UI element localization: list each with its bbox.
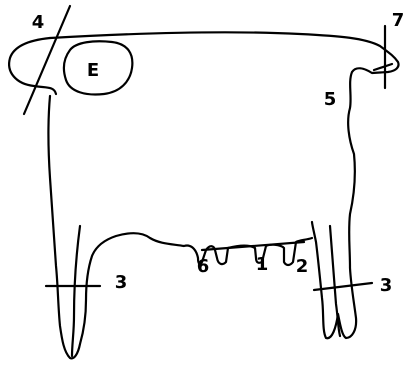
head-patch-label: E xyxy=(87,60,99,81)
label-4: 4 xyxy=(32,12,45,33)
label-7: 7 xyxy=(392,10,405,31)
measure-tick-7 xyxy=(374,64,392,70)
label-3-left: 3 xyxy=(115,272,128,293)
right-leg-inner-line xyxy=(330,226,340,336)
ear-outline xyxy=(9,38,56,94)
udder-measure-line xyxy=(202,242,304,250)
label-5: 5 xyxy=(324,89,337,110)
body-outline xyxy=(50,32,399,338)
label-1: 1 xyxy=(256,254,269,275)
label-6: 6 xyxy=(197,256,210,277)
left-leg-inner-line xyxy=(72,226,80,356)
label-2: 2 xyxy=(296,256,309,277)
right-leg-measure-line xyxy=(314,283,372,290)
belly-line xyxy=(49,96,313,358)
label-3-right: 3 xyxy=(380,275,393,296)
